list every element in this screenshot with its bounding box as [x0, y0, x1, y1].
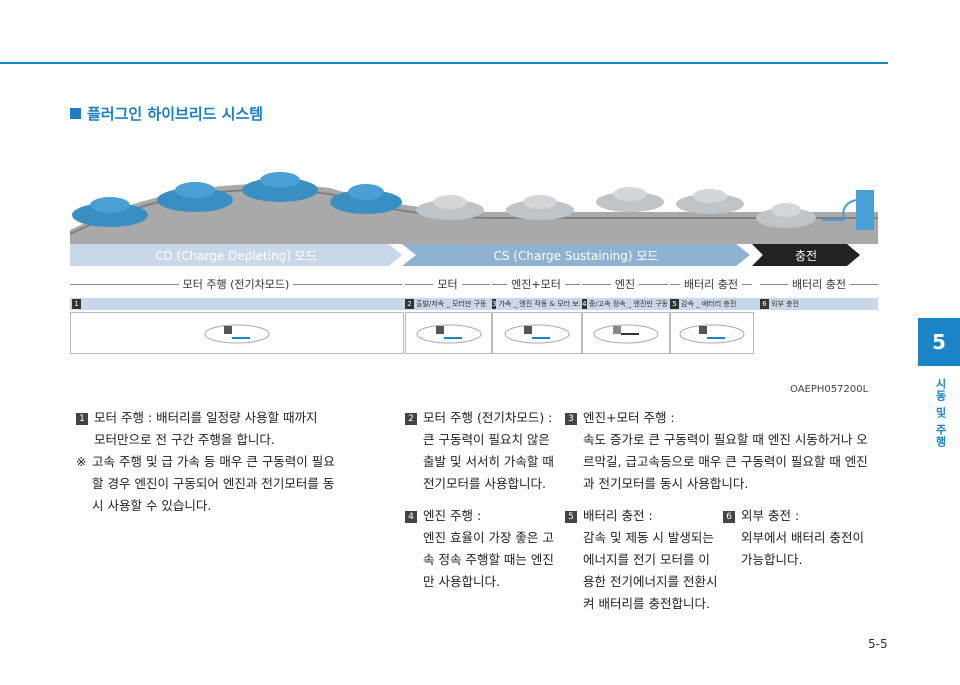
- item-6: 6 외부 충전 : 외부에서 배터리 충전이 가능합니다.: [723, 505, 880, 571]
- blue-car-icon: [72, 197, 148, 227]
- heading-text: 플러그인 하이브리드 시스템: [87, 105, 264, 123]
- item-text: 가능합니다.: [741, 552, 803, 567]
- phase-label: 엔진: [582, 276, 668, 292]
- item-text: 르막길, 급고속등으로 매우 큰 구동력이 필요할 때 엔진: [583, 454, 868, 469]
- step-label: 1: [72, 298, 112, 310]
- item-title: 배터리 충전 :: [583, 508, 653, 523]
- powertrain-diagram-icon: [679, 324, 745, 344]
- item-title: 모터 주행 : 배터리를 일정량 사용할 때까지: [94, 410, 318, 425]
- item-text: 큰 구동력이 필요치 않은: [423, 432, 550, 447]
- item-text: 만 사용합니다.: [423, 574, 500, 589]
- item-title: 모터 주행 (전기차모드) :: [423, 410, 553, 425]
- page-number: 5-5: [868, 637, 888, 651]
- phase-label: 배터리 충전: [670, 276, 752, 292]
- item-text: 출발 및 서서히 가속할 때: [423, 454, 554, 469]
- item-number: 5: [565, 511, 577, 523]
- item-text: 속 정속 주행할 때는 엔진: [423, 552, 554, 567]
- cs-mode-bar: CS (Charge Sustaining) 모드: [402, 244, 750, 266]
- cd-mode-bar: CD (Charge Depleting) 모드: [70, 244, 402, 266]
- powertrain-panel: [70, 312, 404, 354]
- chapter-tab[interactable]: 5: [918, 318, 960, 366]
- charge-mode-bar: 충전: [752, 244, 860, 266]
- powertrain-diagram-icon: [504, 324, 570, 344]
- note-text: 고속 주행 및 급 가속 등 매우 큰 구동력이 필요: [92, 454, 335, 469]
- phase-label: 엔진+모터: [492, 276, 580, 292]
- blue-car-icon: [242, 172, 318, 202]
- note-text: 시 사용할 수 있습니다.: [92, 498, 212, 513]
- powertrain-panel: [670, 312, 754, 354]
- blue-car-icon: [157, 182, 233, 212]
- item-title: 외부 충전 :: [741, 508, 800, 523]
- item-text: 감속 및 제동 시 발생되는: [583, 530, 714, 545]
- item-text: 켜 배터리를 충전합니다.: [583, 596, 710, 611]
- item-number: 1: [76, 413, 88, 425]
- square-bullet-icon: [70, 108, 81, 119]
- item-text: 모터만으로 전 구간 주행을 합니다.: [94, 432, 275, 447]
- phase-label: 배터리 충전: [760, 276, 878, 292]
- item-2: 2 모터 주행 (전기차모드) : 큰 구동력이 필요치 않은 출발 및 서서히 …: [405, 407, 560, 495]
- silver-car-icon: [416, 195, 484, 220]
- note-mark: ※: [76, 454, 87, 469]
- item-text: 엔진 효율이 가장 좋은 고: [423, 530, 554, 545]
- phase-label: 모터: [405, 276, 490, 292]
- item-1: 1 모터 주행 : 배터리를 일정량 사용할 때까지 모터만으로 전 구간 주행을…: [76, 407, 366, 517]
- item-number: 2: [405, 413, 417, 425]
- item-title: 엔진 주행 :: [423, 508, 482, 523]
- item-number: 4: [405, 511, 417, 523]
- item-number: 6: [723, 511, 735, 523]
- item-5: 5 배터리 충전 : 감속 및 제동 시 발생되는 에너지를 전기 모터를 이 용…: [565, 505, 720, 615]
- powertrain-diagram-icon: [204, 324, 270, 344]
- powertrain-panel: [405, 312, 492, 354]
- powertrain-panel: [492, 312, 582, 354]
- item-text: 외부에서 배터리 충전이: [741, 530, 864, 545]
- item-text: 전기모터를 사용합니다.: [423, 476, 546, 491]
- item-number: 3: [565, 413, 577, 425]
- item-4: 4 엔진 주행 : 엔진 효율이 가장 좋은 고 속 정속 주행할 때는 엔진 만…: [405, 505, 560, 593]
- silver-car-icon: [676, 189, 744, 214]
- item-text: 속도 증가로 큰 구동력이 필요할 때 엔진 시동하거나 오: [583, 432, 868, 447]
- cars-on-road-illustration: [70, 172, 878, 244]
- silver-car-icon: [596, 187, 664, 212]
- item-title: 엔진+모터 주행 :: [583, 410, 675, 425]
- item-3: 3 엔진+모터 주행 : 속도 증가로 큰 구동력이 필요할 때 엔진 시동하거나…: [565, 407, 880, 495]
- figure-code: OAEPH057200L: [790, 384, 869, 395]
- powertrain-panel: [582, 312, 670, 354]
- section-heading: 플러그인 하이브리드 시스템: [70, 103, 263, 124]
- top-rule: [0, 62, 888, 64]
- chapter-label: 시동 및 주행: [934, 378, 947, 448]
- item-text: 과 전기모터를 동시 사용합니다.: [583, 476, 749, 491]
- item-text: 에너지를 전기 모터를 이: [583, 552, 710, 567]
- blue-car-icon: [330, 184, 402, 214]
- silver-car-icon: [756, 203, 816, 228]
- powertrain-diagram-icon: [593, 324, 659, 344]
- powertrain-diagram-icon: [416, 324, 481, 344]
- phase-label: 모터 주행 (전기차모드): [70, 276, 402, 292]
- charging-station-icon: [822, 190, 874, 230]
- silver-car-icon: [506, 195, 574, 220]
- note-text: 할 경우 엔진이 구동되어 엔진과 전기모터를 동: [92, 476, 335, 491]
- item-text: 용한 전기에너지를 전환시: [583, 574, 718, 589]
- hybrid-system-figure: CD (Charge Depleting) 모드 CS (Charge Sust…: [70, 160, 878, 358]
